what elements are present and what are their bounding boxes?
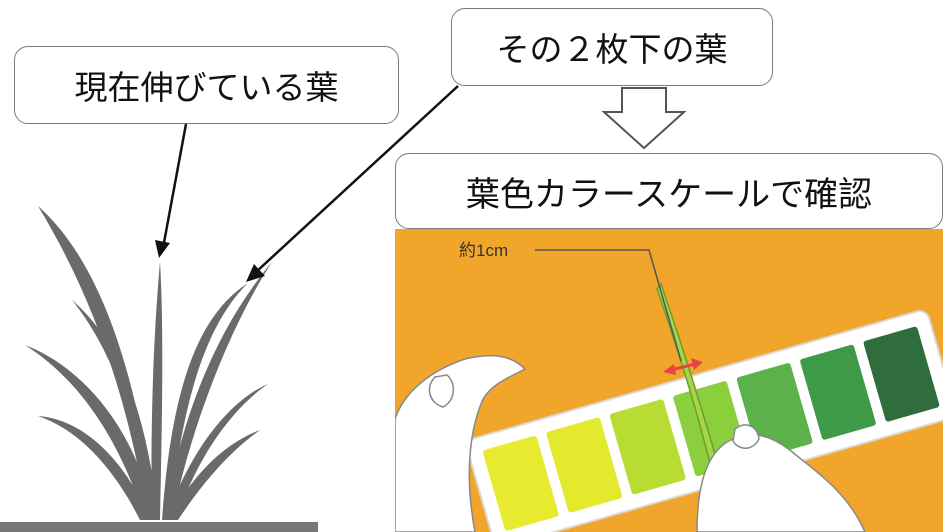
plant-leaf — [168, 430, 260, 520]
width-note-label: 約1cm — [459, 241, 508, 260]
color-chip-7 — [863, 326, 940, 422]
color-chip-1 — [483, 435, 559, 531]
plant-leaf — [164, 262, 272, 520]
right-thumb — [732, 424, 760, 449]
arrow-to-two-below-leaf — [255, 85, 459, 273]
right-hand — [696, 433, 866, 532]
color-scale-scene: 約1cm — [395, 241, 943, 532]
current-leaf-callout: 現在伸びている葉 — [14, 46, 399, 124]
plant-leaf — [72, 300, 158, 520]
ground-line — [0, 522, 318, 532]
leaf-two-below-label: その２枚下の葉 — [496, 30, 728, 69]
width-double-arrow-icon — [663, 358, 703, 375]
left-thumb — [428, 374, 455, 408]
color-scale-photo: 約1cm — [395, 229, 943, 532]
color-chip-6 — [800, 344, 876, 440]
arrowhead-current — [155, 240, 170, 258]
color-chip-2 — [546, 417, 623, 513]
width-leader-line — [535, 249, 682, 362]
left-hand — [395, 354, 527, 532]
leaf-two-below-callout: その２枚下の葉 — [451, 8, 773, 86]
color-chip-3 — [609, 399, 686, 495]
arrow-to-current-leaf — [161, 123, 188, 249]
confirm-scale-label: 葉色カラースケールで確認 — [465, 174, 873, 215]
arrowhead-two-below — [246, 264, 265, 282]
confirm-scale-callout: 葉色カラースケールで確認 — [395, 153, 943, 229]
current-leaf-label: 現在伸びている葉 — [74, 68, 339, 107]
current-leaf-shape — [151, 262, 163, 520]
plant-leaf — [38, 416, 150, 520]
down-arrow-icon — [601, 87, 687, 150]
